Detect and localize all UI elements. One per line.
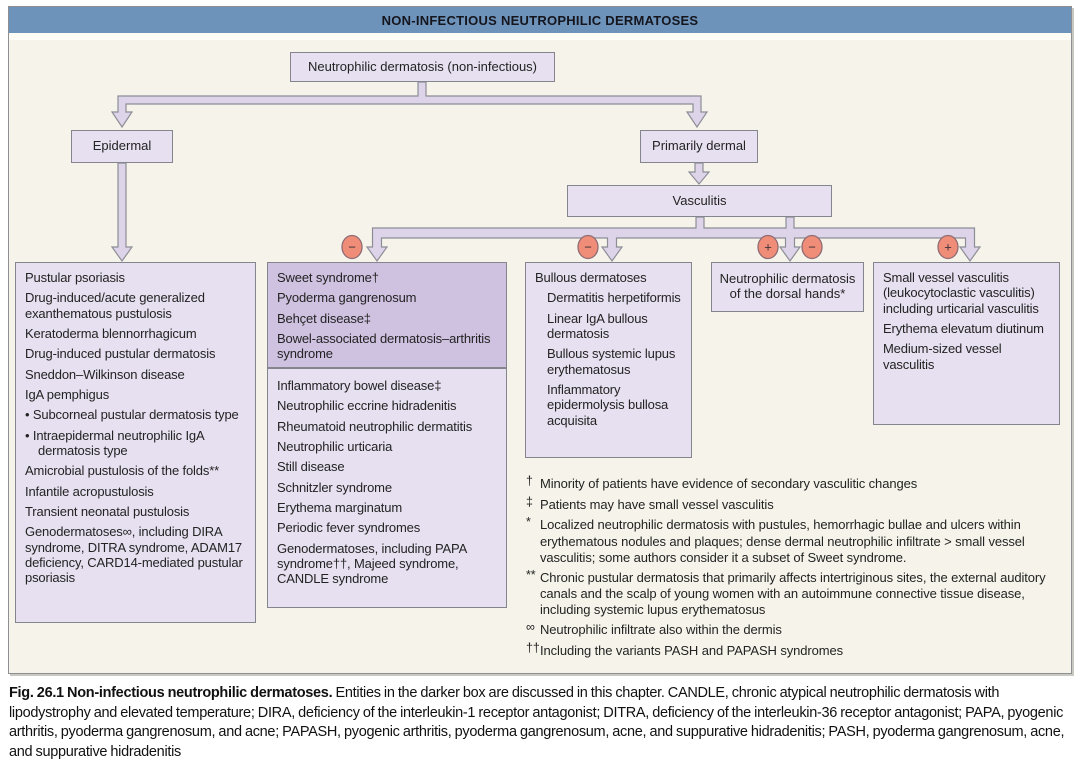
list-item: Transient neonatal pustulosis <box>25 503 190 519</box>
list-item: Genodermatoses, including PAPA syndrome†… <box>277 540 467 587</box>
box-bullous-title: Bullous dermatoses <box>535 270 647 285</box>
list-item: Bullous systemic lupus erythematosus <box>547 346 676 377</box>
node-primarily-dermal: Primarily dermal <box>640 130 758 163</box>
list-item: IgA pemphigus <box>25 386 110 402</box>
box-dorsal-hands: Neutrophilic dermatosis of the dorsal ha… <box>711 262 864 312</box>
list-item: Drug-induced pustular dermatosis <box>25 346 216 362</box>
list-item: Medium-sized vessel vasculitis <box>883 341 1002 372</box>
list-item: Dermatitis herpetiformis <box>547 290 681 306</box>
footnote: * Localized neutrophilic dermatosis with … <box>526 515 1072 566</box>
footnote: † Minority of patients have evidence of s… <box>526 474 1072 493</box>
list-item: Rheumatoid neutrophilic dermatitis <box>277 418 473 434</box>
node-root: Neutrophilic dermatosis (non-infectious) <box>290 52 555 82</box>
footnote-text: Including the variants PASH and PAPASH s… <box>540 642 844 658</box>
node-epidermal-label: Epidermal <box>92 138 152 154</box>
list-item: Drug-induced/acute generalized exanthema… <box>25 290 205 321</box>
footnote-marker: ‡ <box>526 494 533 509</box>
node-epidermal: Epidermal <box>71 130 173 163</box>
footnote: ††Including the variants PASH and PAPASH… <box>526 640 1072 660</box>
figure-caption-label: Fig. 26.1 Non-infectious neutrophilic de… <box>9 685 333 701</box>
footnote-marker: ** <box>526 567 536 582</box>
list-item: Sneddon–Wilkinson disease <box>25 366 185 382</box>
list-item: Amicrobial pustulosis of the folds** <box>25 463 220 479</box>
list-item: Pustular psoriasis <box>25 270 125 285</box>
title-bar-divider <box>9 33 1071 40</box>
footnote: ** Chronic pustular dermatosis that prima… <box>526 567 1072 619</box>
footnote-text: Localized neutrophilic dermatosis with p… <box>540 517 1025 565</box>
box-dermal-discussed: Sweet syndrome† Pyoderma gangrenosum Beh… <box>267 262 507 368</box>
list-item: Genodermatoses∞, including DIRA syndrome… <box>25 524 243 586</box>
node-vasculitis: Vasculitis <box>567 185 832 217</box>
list-item: Bowel-associated dermatosis–arthritis sy… <box>277 330 491 362</box>
list-item: Neutrophilic eccrine hidradenitis <box>277 398 457 414</box>
box-dorsal-hands-label: Neutrophilic dermatosis of the dorsal ha… <box>719 271 856 301</box>
footnote-text: Minority of patients have evidence of se… <box>540 476 918 491</box>
box-bullous: Bullous dermatoses Dermatitis herpetifor… <box>525 262 692 458</box>
list-item: Inflammatory epidermolysis bullosa acqui… <box>547 381 669 428</box>
footnote-marker: †† <box>526 640 540 655</box>
list-item: Keratoderma blennorrhagicum <box>25 325 197 341</box>
list-item: Small vessel vasculitis (leukocytoclasti… <box>883 270 1039 316</box>
list-item: Sweet syndrome† <box>277 270 379 285</box>
node-vasculitis-label: Vasculitis <box>672 192 727 208</box>
list-item: Erythema elevatum diutinum <box>883 320 1044 336</box>
footnote-text: Chronic pustular dermatosis that primari… <box>540 569 1046 618</box>
list-item: Still disease <box>277 459 345 475</box>
list-item: • Subcorneal pustular dermatosis type <box>25 407 239 423</box>
list-item: Linear IgA bullous dermatosis <box>547 310 648 341</box>
footnote-marker: † <box>526 474 533 488</box>
figure-title-bar: NON-INFECTIOUS NEUTROPHILIC DERMATOSES <box>9 7 1071 33</box>
list-item: Erythema marginatum <box>277 499 403 515</box>
footnote: ‡ Patients may have small vessel vasculit… <box>526 494 1072 514</box>
figure-caption-text: Entities in the darker box are discussed… <box>9 685 1065 761</box>
node-primarily-dermal-label: Primarily dermal <box>652 138 746 154</box>
footnote-text: Neutrophilic infiltrate also within the … <box>540 622 782 638</box>
list-item: • Intraepidermal neutrophilic IgA dermat… <box>25 427 204 458</box>
list-item: Schnitzler syndrome <box>277 479 392 495</box>
list-item: Infantile acropustulosis <box>25 483 154 499</box>
list-item: Behçet disease‡ <box>277 310 371 326</box>
footnote-marker: * <box>526 515 531 529</box>
list-item: Neutrophilic urticaria <box>277 438 393 454</box>
box-vessel: Small vessel vasculitis (leukocytoclasti… <box>873 262 1060 425</box>
footnote-text: Patients may have small vessel vasculiti… <box>540 496 774 512</box>
figure-caption: Fig. 26.1 Non-infectious neutrophilic de… <box>9 684 1071 763</box>
list-item: Inflammatory bowel disease‡ <box>277 378 442 393</box>
box-epidermal-list: Pustular psoriasis Drug-induced/acute ge… <box>15 262 256 623</box>
footnotes: † Minority of patients have evidence of s… <box>526 474 1072 663</box>
list-item: Pyoderma gangrenosum <box>277 290 417 306</box>
node-root-label: Neutrophilic dermatosis (non-infectious) <box>307 58 538 74</box>
figure-title: NON-INFECTIOUS NEUTROPHILIC DERMATOSES <box>381 12 699 28</box>
footnote: ∞ Neutrophilic infiltrate also within the… <box>526 620 1072 639</box>
box-dermal-other: Inflammatory bowel disease‡ Neutrophilic… <box>267 368 507 608</box>
footnote-marker: ∞ <box>526 620 535 635</box>
list-item: Periodic fever syndromes <box>277 520 421 536</box>
